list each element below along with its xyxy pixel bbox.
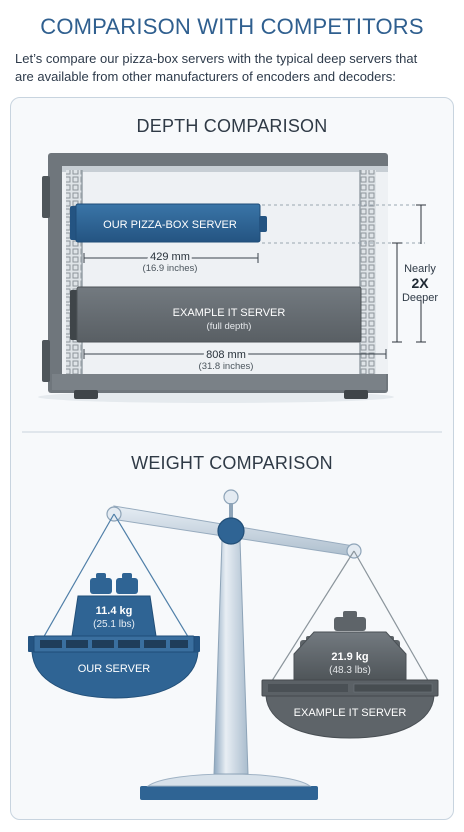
weight-section-title: WEIGHT COMPARISON xyxy=(131,453,333,473)
example-it-server: EXAMPLE IT SERVER (full depth) xyxy=(70,286,362,343)
our-server-unit xyxy=(28,635,200,653)
our-weight-lbs: (25.1 lbs) xyxy=(93,619,135,630)
left-scale-pan: 11.4 kg (25.1 lbs) OUR SERVER xyxy=(28,573,200,699)
example-weight-stack: 21.9 kg (48.3 lbs) xyxy=(293,611,407,681)
our-weight-stack: 11.4 kg (25.1 lbs) xyxy=(71,573,157,637)
ratio-deeper-label: Deeper xyxy=(402,292,438,304)
right-scale-pan: 21.9 kg (48.3 lbs) EXAMPLE IT SERVER xyxy=(261,611,439,739)
example-weight-kg: 21.9 kg xyxy=(331,651,368,663)
page-title: COMPARISON WITH COMPETITORS xyxy=(40,14,424,39)
intro-line-1: Let’s compare our pizza-box servers with… xyxy=(15,51,418,66)
balance-beam xyxy=(106,489,362,559)
depth-section-title: DEPTH COMPARISON xyxy=(136,116,328,136)
pizza-box-server: OUR PIZZA-BOX SERVER xyxy=(70,203,267,243)
example-server-unit xyxy=(261,679,439,697)
our-weight-kg: 11.4 kg xyxy=(96,605,133,617)
intro-text: Let’s compare our pizza-box servers with… xyxy=(15,50,453,86)
example-depth-dimension: 808 mm (31.8 inches) xyxy=(83,346,387,372)
right-pan-strings xyxy=(269,550,431,685)
example-depth-inches: (31.8 inches) xyxy=(199,361,254,372)
our-depth-dimension: 429 mm (16.9 inches) xyxy=(83,249,259,274)
ratio-value: 2X xyxy=(411,275,429,291)
example-weight-lbs: (48.3 lbs) xyxy=(329,665,371,676)
example-server-label: EXAMPLE IT SERVER xyxy=(173,307,286,319)
intro-line-2: are available from other manufacturers o… xyxy=(15,69,396,84)
left-pan-strings xyxy=(41,513,191,641)
example-depth-mm: 808 mm xyxy=(206,349,246,361)
our-depth-mm: 429 mm xyxy=(150,251,190,263)
our-server-label: OUR SERVER xyxy=(78,663,151,675)
example-server-weight-label: EXAMPLE IT SERVER xyxy=(294,707,407,719)
ratio-bracket: Nearly 2X Deeper xyxy=(392,204,438,343)
our-depth-inches: (16.9 inches) xyxy=(143,263,198,274)
ratio-nearly-label: Nearly xyxy=(404,263,436,275)
pizza-box-server-label: OUR PIZZA-BOX SERVER xyxy=(103,219,237,231)
example-server-sublabel: (full depth) xyxy=(207,321,252,332)
